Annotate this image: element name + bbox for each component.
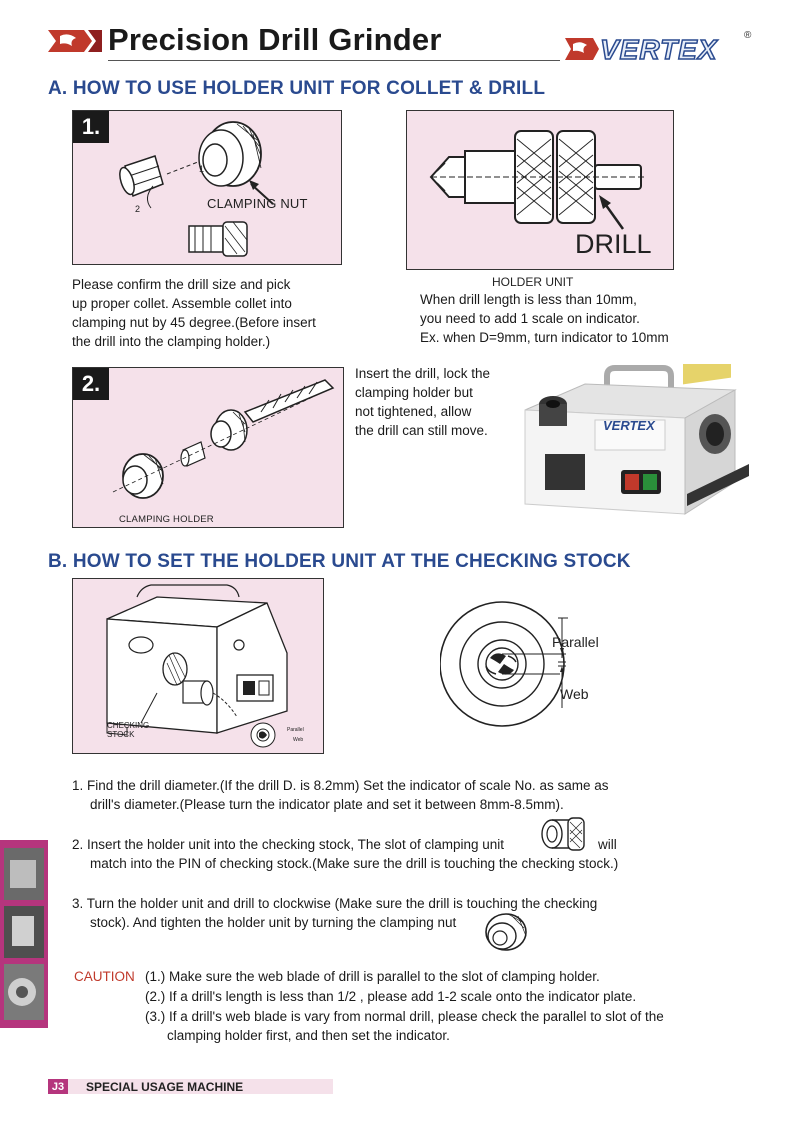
step2-badge: 2. — [73, 368, 109, 400]
page-number: J3 — [48, 1079, 68, 1094]
b-step1-line2: drill's diameter.(Please turn the indica… — [90, 797, 564, 812]
step1-text-line: Please confirm the drill size and pick — [72, 277, 291, 292]
svg-text:1: 1 — [199, 164, 204, 174]
clamping-holder-label: CLAMPING HOLDER — [119, 514, 214, 525]
step2-text-line: Insert the drill, lock the — [355, 366, 491, 381]
b-step1-line1: 1. Find the drill diameter.(If the drill… — [72, 778, 609, 793]
machine-brand-text: VERTEX — [603, 418, 655, 433]
step2-text-line: the drill can still move. — [355, 423, 488, 438]
drill-label: DRILL — [575, 229, 652, 259]
b-step3-line1: 3. Turn the holder unit and drill to clo… — [72, 896, 598, 911]
step2-text-line: clamping holder but — [355, 385, 473, 400]
vertex-brand-text: VERTEX — [599, 33, 718, 66]
holder-unit-caption: HOLDER UNIT — [492, 275, 574, 289]
checking-stock-panel: CHECKING STOCK Parallel Web — [72, 578, 324, 754]
b-step1: 1. Find the drill diameter.(If the drill… — [72, 776, 752, 814]
web-label: Web — [560, 686, 589, 702]
step1-text-line: up proper collet. Assemble collet into — [72, 296, 292, 311]
caution-item: (3.) If a drill's web blade is vary from… — [145, 1009, 664, 1024]
vertex-logo — [563, 32, 753, 68]
svg-text:2: 2 — [135, 204, 140, 214]
b-step2-line2: match into the PIN of checking stock.(Ma… — [90, 856, 619, 871]
step2-text-line: not tightened, allow — [355, 404, 472, 419]
machine-photo: VERTEX — [515, 347, 750, 524]
holder-text-line: Ex. when D=9mm, turn indicator to 10mm — [420, 330, 669, 345]
caution-label: CAUTION — [74, 969, 135, 984]
clamping-holder-illustration — [112, 379, 335, 499]
step1-badge: 1. — [73, 111, 109, 143]
parallel-web-diagram: Parallel Web — [439, 600, 640, 730]
caution-item: (2.) If a drill's length is less than 1/… — [145, 989, 637, 1004]
caution-item-cont: clamping holder first, and then set the … — [167, 1028, 450, 1043]
collet-nut-illustration: 2 1 — [119, 121, 274, 257]
holder-text-line: When drill length is less than 10mm, — [420, 292, 637, 307]
holder-text-line: you need to add 1 scale on indicator. — [420, 311, 640, 326]
b-step2-line1: 2. Insert the holder unit into the check… — [72, 837, 504, 852]
company-logo — [48, 26, 102, 56]
holder-unit-panel: DRILL — [406, 110, 674, 270]
parallel-label: Parallel — [552, 634, 599, 650]
checking-stock-label: CHECKING STOCK — [107, 721, 149, 739]
step2-text: Insert the drill, lock the clamping hold… — [355, 364, 515, 440]
footer-bar — [48, 1079, 333, 1094]
b-step2-line1b: will — [598, 837, 617, 852]
step1-panel: 1. 2 1 CLAMPING NUT — [72, 110, 342, 265]
step1-text: Please confirm the drill size and pick u… — [72, 275, 352, 351]
clamping-nut-icon — [482, 910, 530, 956]
step2-panel: 2. CLAMPING HOLDER — [72, 367, 344, 528]
holder-text: When drill length is less than 10mm, you… — [420, 290, 720, 347]
title-rule — [108, 60, 560, 61]
clamping-nut-label: CLAMPING NUT — [207, 196, 308, 211]
step1-text-line: the drill into the clamping holder.) — [72, 334, 271, 349]
section-a-heading: A. HOW TO USE HOLDER UNIT FOR COLLET & D… — [48, 78, 546, 99]
mini-parallel-label: Parallel — [287, 727, 304, 733]
side-thumbnail-strip — [0, 840, 48, 1028]
section-b-heading: B. HOW TO SET THE HOLDER UNIT AT THE CHE… — [48, 551, 631, 572]
b-step3-line2: stock). And tighten the holder unit by t… — [90, 915, 457, 930]
step1-text-line: clamping nut by 45 degree.(Before insert — [72, 315, 316, 330]
caution-item: (1.) Make sure the web blade of drill is… — [145, 969, 600, 984]
footer-section: SPECIAL USAGE MACHINE — [86, 1080, 244, 1094]
checking-stock-label-line: CHECKING — [107, 721, 150, 730]
checking-stock-illustration — [106, 584, 288, 748]
mini-web-label: Web — [293, 737, 304, 743]
holder-unit-illustration — [429, 130, 647, 230]
registered-mark: ® — [744, 30, 752, 41]
page-title: Precision Drill Grinder — [108, 22, 442, 57]
clamping-unit-icon — [538, 812, 590, 852]
checking-stock-label-line: STOCK — [107, 730, 135, 739]
